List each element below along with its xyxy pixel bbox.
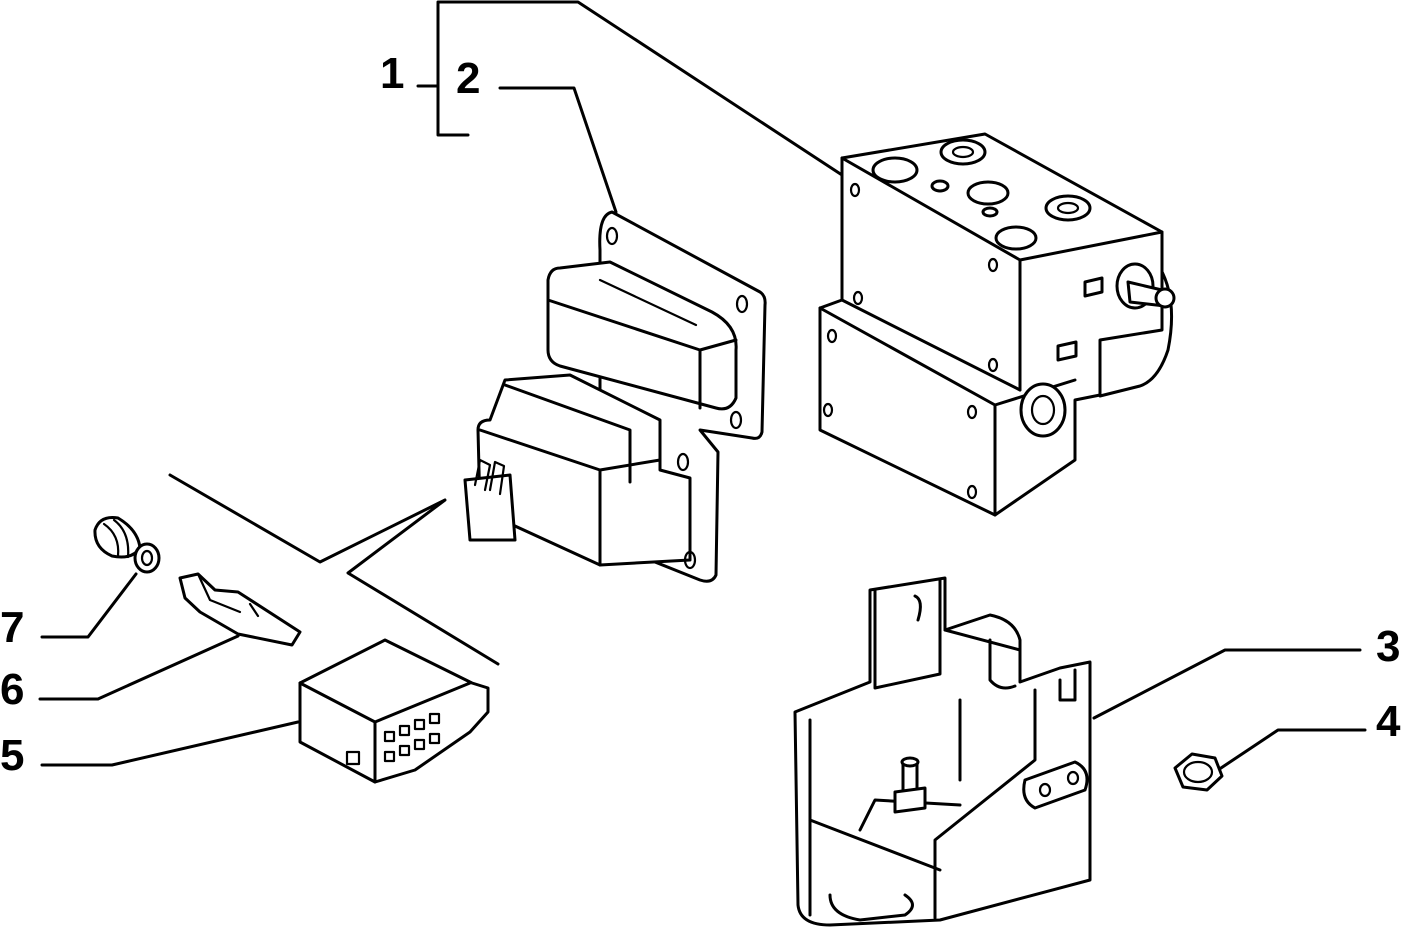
leader-5 [40,720,300,767]
connector-assembly-leader [168,473,500,666]
leader-4 [1216,728,1367,772]
callout-4: 4 [1376,697,1401,746]
callout-1: 1 [380,49,404,98]
callout-6: 6 [0,665,24,714]
leader-7 [40,572,138,639]
wire-seal [93,516,161,574]
callout-3: 3 [1376,622,1400,671]
callout-labels: 1 2 3 4 5 6 7 [0,49,1401,780]
leader-3 [1092,648,1362,720]
hydraulic-modulator-block [818,132,1176,517]
leader-lines [38,0,1367,772]
crimp-terminal [178,572,302,647]
leader-1-bracket [436,0,844,177]
mounting-bracket [793,576,1092,927]
electronic-control-unit [463,210,767,583]
leader-2 [498,86,618,214]
leader-6 [38,634,240,701]
flange-nut [1173,752,1224,792]
connector-housing [298,638,490,784]
callout-7: 7 [0,603,24,652]
callout-2: 2 [456,54,480,103]
connector-cavities [345,712,441,766]
callout-5: 5 [0,731,24,780]
